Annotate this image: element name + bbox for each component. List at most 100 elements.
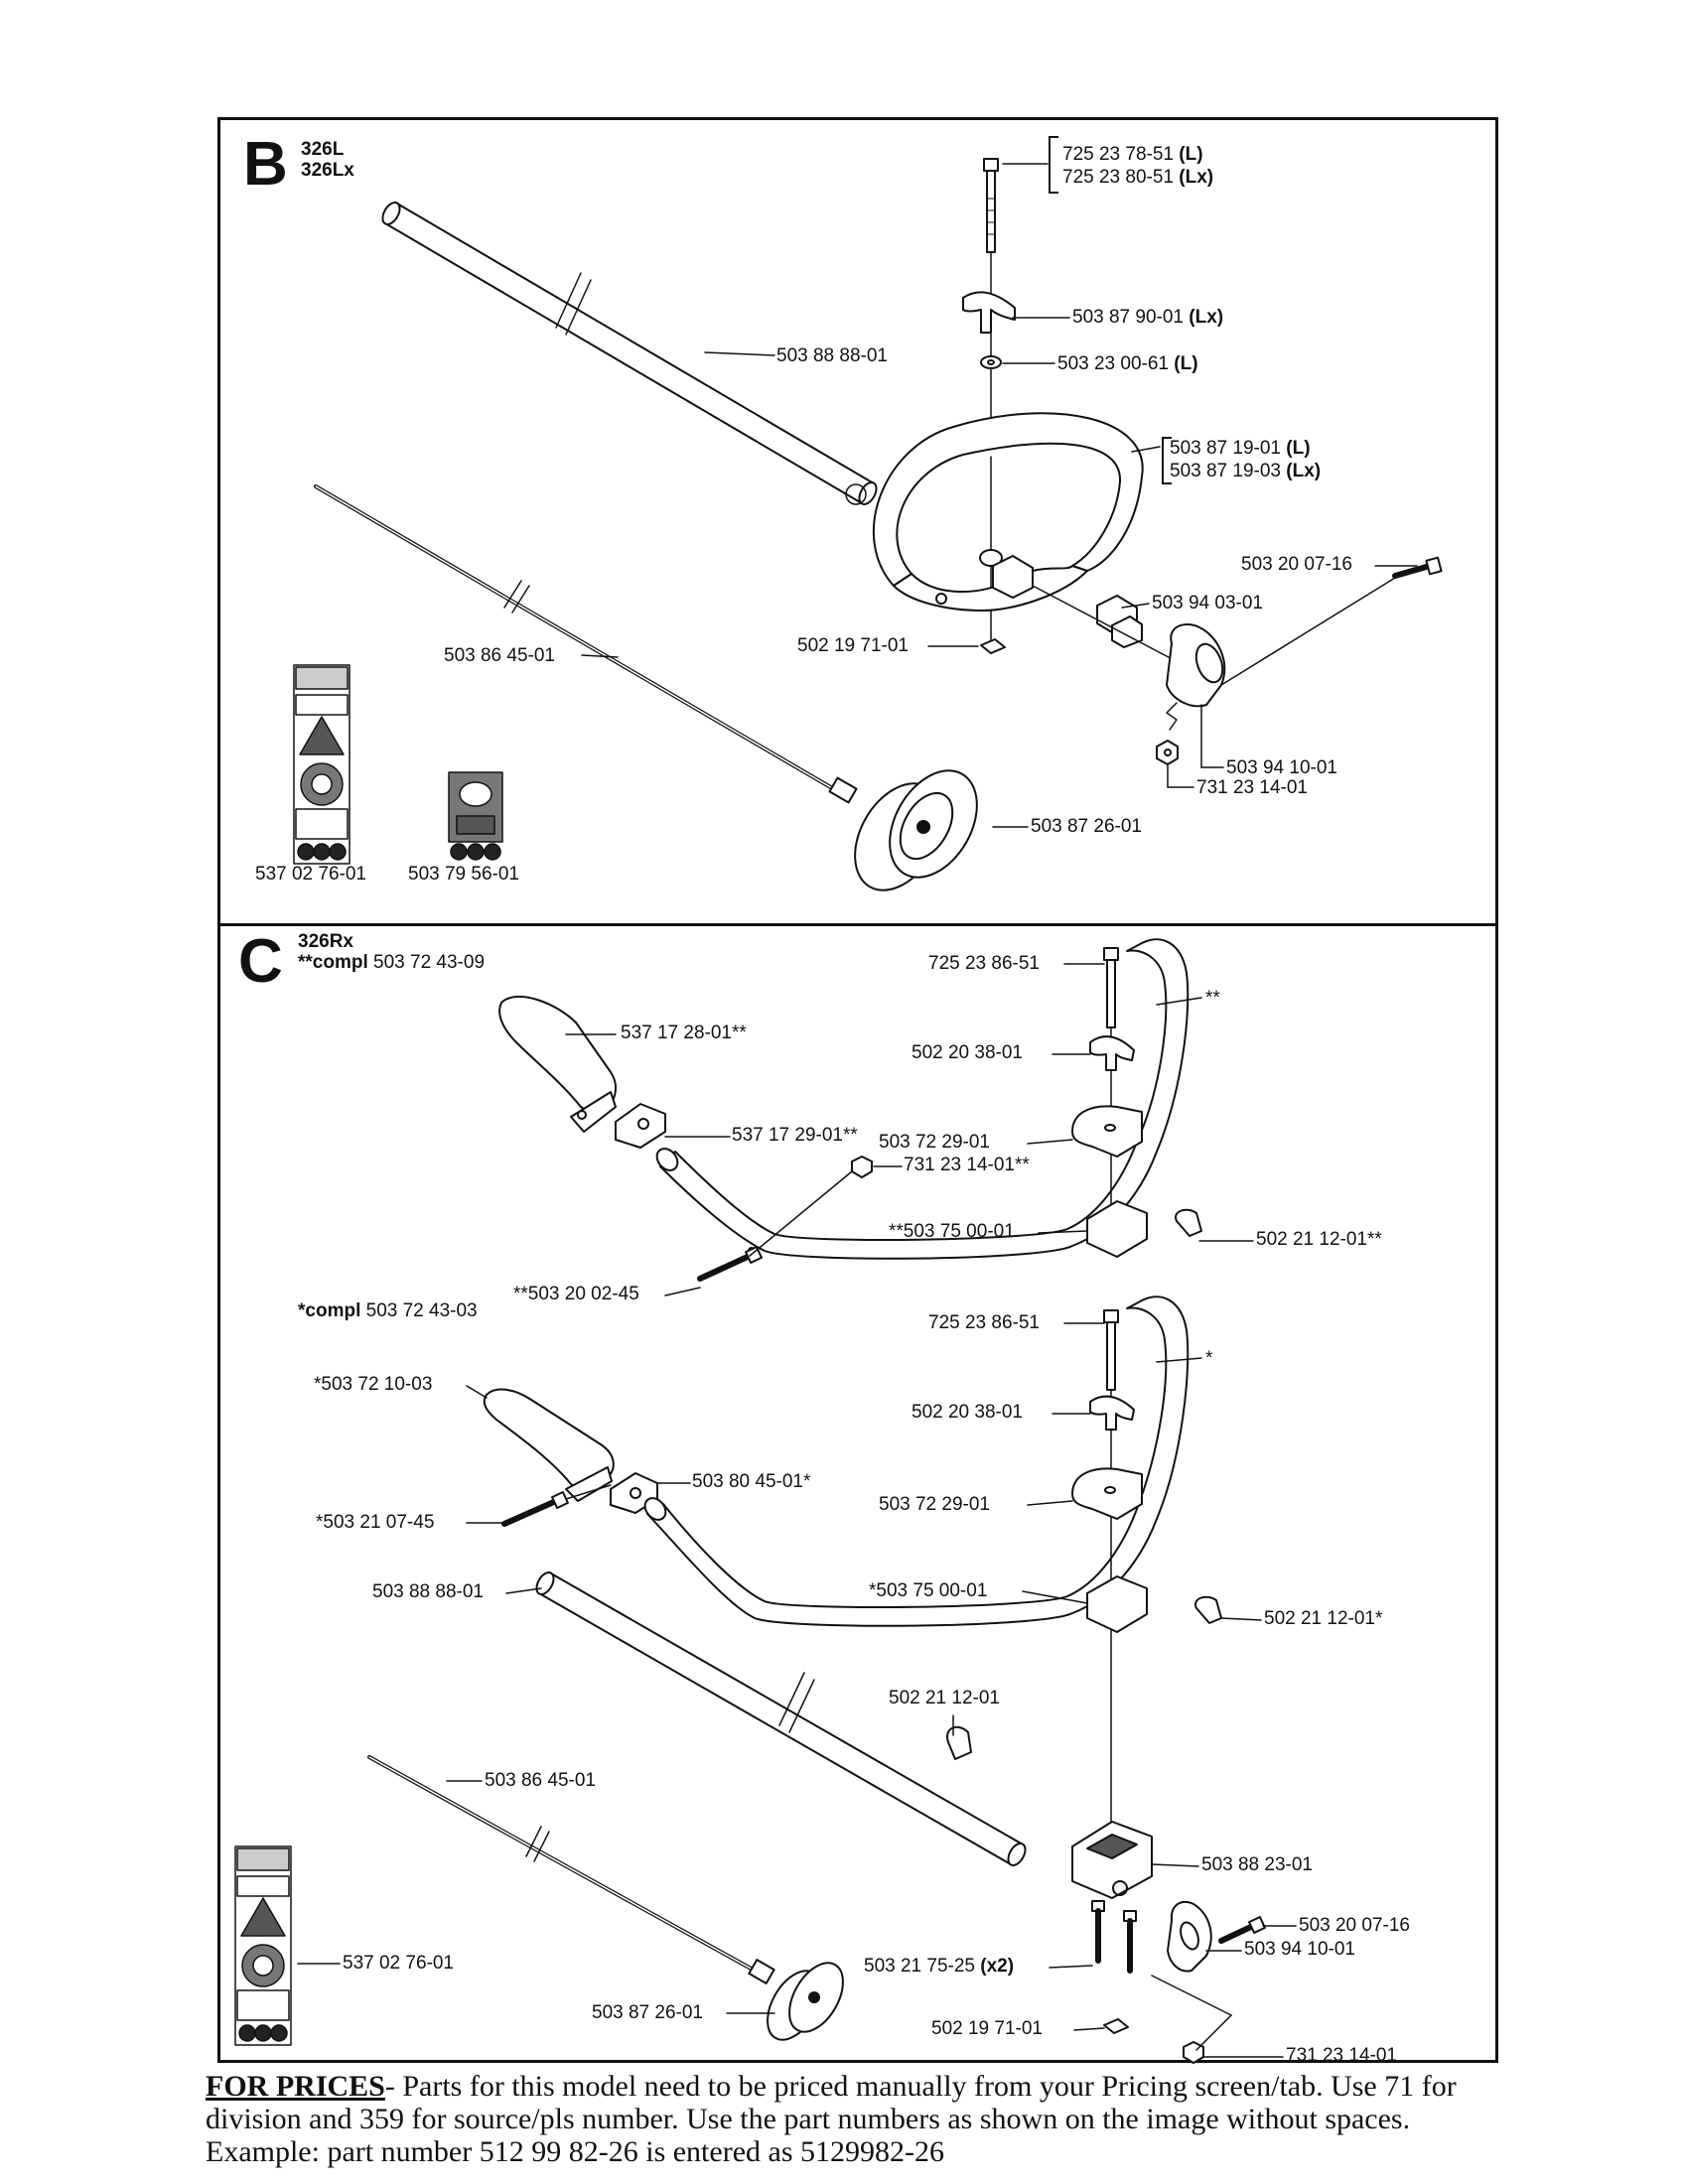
c-label-grip-a: 537 17 28-01** (621, 1023, 747, 1043)
pricing-note: FOR PRICES- Parts for this model need to… (206, 2070, 1496, 2168)
section-b-model-2: 326Lx (301, 160, 354, 181)
b-label-washer: 503 23 00-61 (L) (1057, 353, 1198, 374)
c-lower-shaft (535, 1571, 1027, 1866)
b-label-decal-b: 503 79 56-01 (408, 864, 519, 885)
c-hub (767, 1962, 844, 2041)
c-label-decal: 537 02 76-01 (343, 1953, 454, 1974)
c-upper-grip (498, 995, 617, 1133)
b-label-bracket: 503 94 10-01 (1226, 757, 1337, 778)
b-label-bolt-l: 725 23 78-51 (L) (1062, 144, 1203, 165)
b-label-shaft: 503 88 88-01 (776, 345, 888, 366)
c-label-screw-c: 503 20 07-16 (1299, 1915, 1410, 1936)
b-bracket (1166, 623, 1226, 731)
b-hub (854, 769, 978, 891)
b-decal-sheet-a (293, 664, 351, 865)
c-lower-screw (501, 1484, 612, 1527)
c-upper-nut (851, 1156, 873, 1178)
section-c-letter: C (238, 927, 283, 996)
b-clamp (1032, 585, 1222, 686)
c-drive-cable (367, 1755, 775, 1984)
b-label-handle-lx: 503 87 19-03 (Lx) (1170, 461, 1322, 481)
c-label-nut: 731 23 14-01 (1286, 2045, 1397, 2066)
c-lower-cap (1071, 1467, 1143, 1520)
c-screw-right (1218, 1916, 1266, 1944)
c-label-star2: ** (1205, 988, 1220, 1009)
c-label-bolt-b: 725 23 86-51 (928, 1312, 1040, 1333)
c-label-nut-plate: 502 19 71-01 (931, 2018, 1043, 2039)
c-lower-block (1086, 1575, 1148, 1633)
c-label-clip-b: 502 21 12-01* (1264, 1608, 1383, 1629)
section-c-compl-lower: *compl 503 72 43-03 (298, 1300, 478, 1321)
b-washer (980, 355, 1002, 369)
b-d-handle (872, 412, 1144, 612)
section-c-model: 326Rx (298, 931, 353, 952)
c-lower-bar (643, 1296, 1190, 1627)
b-wing-knob (962, 291, 1016, 334)
c-shaft-clip (946, 1725, 972, 1760)
c-label-screws-x2: 503 21 75-25 (x2) (864, 1956, 1015, 1977)
b-label-hub: 503 87 26-01 (1031, 816, 1142, 837)
diagram-frame (217, 117, 1498, 2063)
c-nut-plate (1103, 2018, 1129, 2034)
c-upper-cap (1071, 1105, 1143, 1158)
c-label-nut-a: 731 23 14-01** (904, 1155, 1030, 1175)
b-label-clamp: 503 94 03-01 (1152, 593, 1263, 614)
b-bolt-bracket (1049, 136, 1058, 194)
b-leaders (581, 163, 1418, 828)
c-label-block-b: *503 75 00-01 (869, 1580, 988, 1601)
b-handle-bracket (1162, 437, 1172, 484)
pricing-note-text: - Parts for this model need to be priced… (206, 2070, 1457, 2168)
c-label-block-a: **503 75 00-01 (889, 1221, 1015, 1242)
c-label-bolt-a: 725 23 86-51 (928, 953, 1040, 974)
c-screws-x2 (1091, 1900, 1137, 1974)
b-label-drive-cable: 503 86 45-01 (444, 645, 555, 666)
c-label-bracket: 503 94 10-01 (1244, 1939, 1355, 1960)
section-c-compl-upper: **compl 503 72 43-09 (298, 952, 486, 973)
c-label-cap-a: 503 72 29-01 (879, 1132, 990, 1153)
b-label-nut: 731 23 14-01 (1196, 777, 1308, 798)
c-label-mount: 503 88 23-01 (1201, 1854, 1313, 1875)
c-label-shaft: 503 88 88-01 (372, 1581, 484, 1602)
c-label-drive-cable: 503 86 45-01 (485, 1770, 596, 1791)
c-upper-cap-hole (1104, 1124, 1116, 1132)
b-nut (1156, 740, 1179, 765)
c-label-knob-b: 502 20 38-01 (912, 1402, 1023, 1423)
b-label-handle-l: 503 87 19-01 (L) (1170, 438, 1311, 459)
c-label-screw-a: **503 20 02-45 (513, 1284, 639, 1304)
c-label-clamp-a: 537 17 29-01** (732, 1125, 858, 1146)
b-decal-sheet-b (448, 771, 503, 861)
section-b-letter: B (243, 130, 288, 199)
c-label-star1: * (1205, 1348, 1213, 1369)
c-label-grip-b: *503 72 10-03 (314, 1374, 433, 1395)
c-label-clip-a: 502 21 12-01** (1256, 1229, 1382, 1250)
c-upper-clamp (615, 1103, 666, 1149)
c-decal-sheet (234, 1845, 292, 2046)
c-lower-clip (1194, 1595, 1222, 1624)
c-label-screw-b: *503 21 07-45 (316, 1512, 435, 1533)
c-label-knob-a: 502 20 38-01 (912, 1042, 1023, 1063)
c-lower-grip (483, 1388, 615, 1502)
b-drive-cable (314, 484, 858, 804)
c-label-hub: 503 87 26-01 (592, 2002, 703, 2023)
b-label-bolt-lx: 725 23 80-51 (Lx) (1062, 167, 1214, 188)
c-upper-screw (697, 1246, 763, 1282)
b-nut-plate (980, 638, 1006, 654)
b-label-nut-plate: 502 19 71-01 (797, 635, 909, 656)
b-washer-hole (987, 359, 995, 365)
c-upper-bar (655, 938, 1190, 1260)
c-lower-cap-hole (1104, 1486, 1116, 1494)
section-divider (217, 923, 1498, 926)
c-lower-knob (1089, 1395, 1135, 1431)
c-mount (1071, 1821, 1153, 1899)
b-label-knob: 503 87 90-01 (Lx) (1072, 307, 1224, 328)
c-label-clip-c: 502 21 12-01 (889, 1688, 1000, 1708)
pricing-note-lead: FOR PRICES (206, 2070, 385, 2103)
c-leaders (297, 963, 1297, 2058)
section-b-model-1: 326L (301, 139, 345, 160)
b-screw (1220, 556, 1443, 686)
c-bracket (1167, 1900, 1212, 1973)
b-label-decal-a: 537 02 76-01 (255, 864, 366, 885)
c-upper-block (1086, 1200, 1148, 1258)
